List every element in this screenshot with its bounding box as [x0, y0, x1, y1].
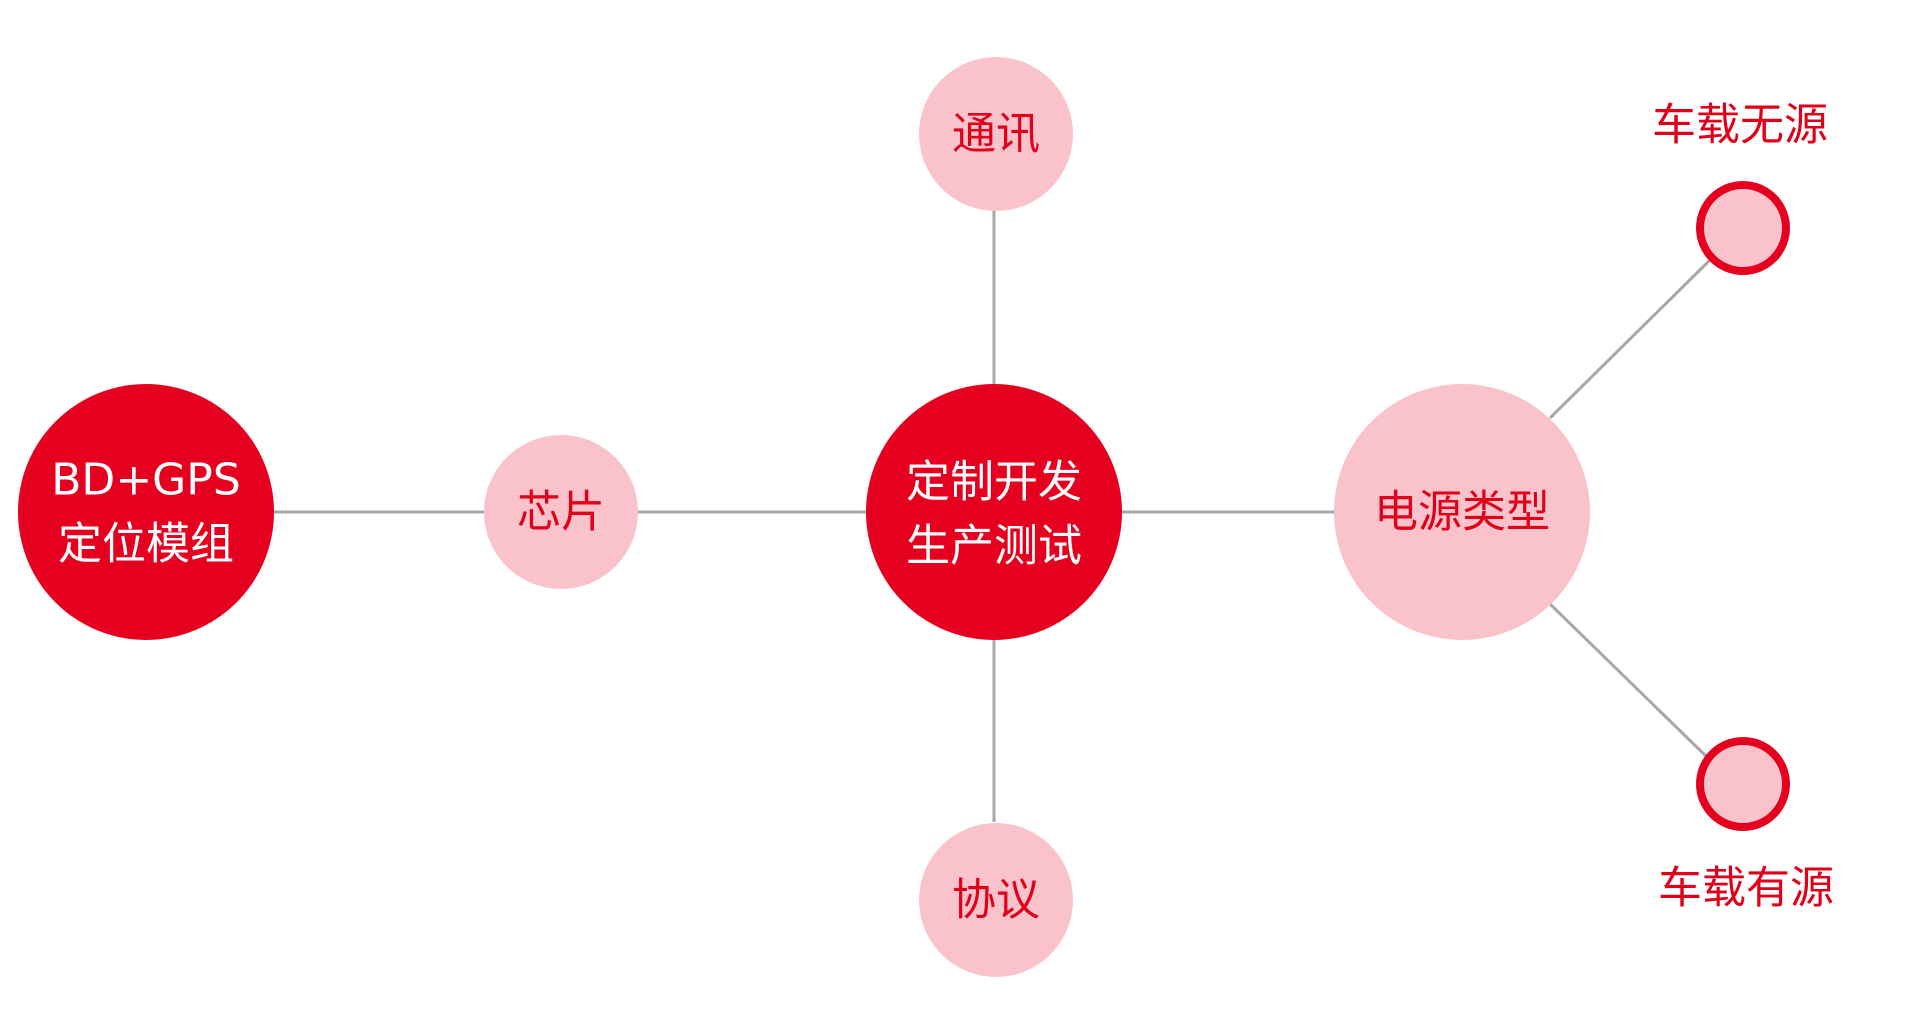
node-chip-label: 芯片: [517, 487, 605, 538]
node-power: 电源类型: [1334, 384, 1590, 640]
node-module-circle: [18, 384, 274, 640]
node-passive: 车载无源: [1652, 100, 1828, 275]
node-module-label-line1: BD+GPS: [51, 455, 241, 506]
node-comm-label: 通讯: [952, 109, 1040, 160]
node-center-circle: [866, 384, 1122, 640]
node-power-circle: [1334, 384, 1590, 640]
node-module: BD+GPS 定位模组: [18, 384, 274, 640]
node-protocol-label: 协议: [952, 875, 1040, 926]
node-active: 车载有源: [1658, 737, 1834, 914]
node-active-label: 车载有源: [1658, 863, 1834, 914]
node-protocol: 协议: [919, 823, 1073, 977]
node-center-label-line1: 定制开发: [906, 457, 1082, 508]
connector-power-passive: [1548, 258, 1712, 420]
connector-power-active: [1548, 602, 1712, 762]
node-center: 定制开发 生产测试: [866, 384, 1122, 640]
node-active-circle: [1696, 737, 1790, 831]
node-passive-circle: [1696, 181, 1790, 275]
node-comm: 通讯: [919, 57, 1073, 211]
node-chip: 芯片: [484, 435, 638, 589]
node-module-label-line2: 定位模组: [58, 519, 234, 570]
node-passive-label: 车载无源: [1652, 100, 1828, 151]
node-center-label-line2: 生产测试: [906, 521, 1082, 572]
node-chip-circle: [484, 435, 638, 589]
node-comm-circle: [919, 57, 1073, 211]
node-protocol-circle: [919, 823, 1073, 977]
connectors: [272, 210, 1712, 822]
node-power-label: 电源类型: [1374, 487, 1550, 538]
